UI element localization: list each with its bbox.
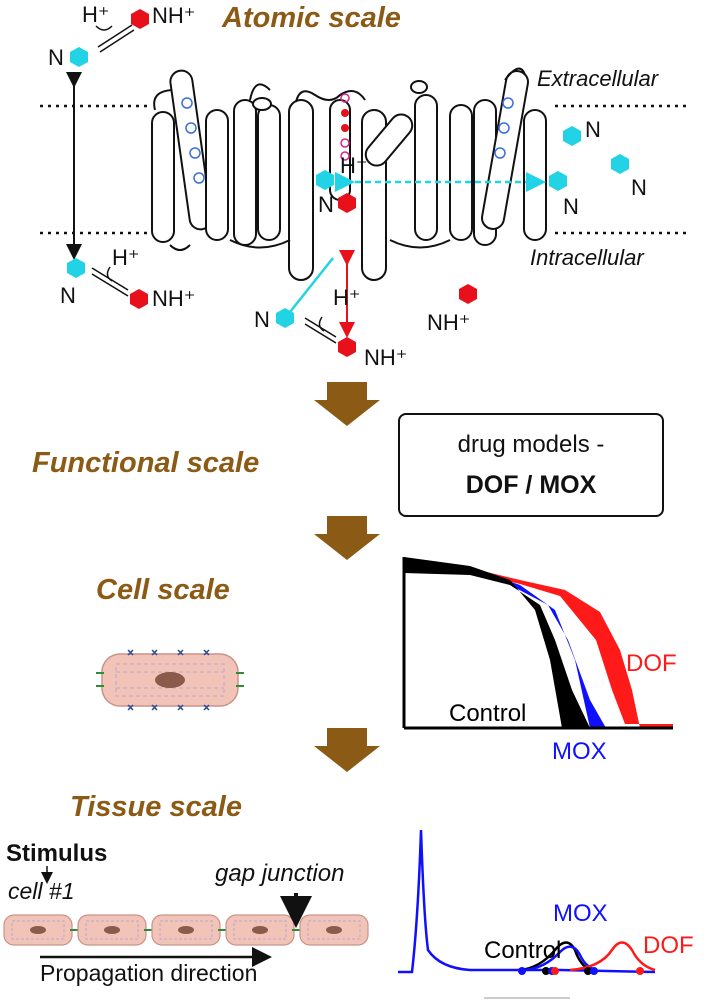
n-label: N [585, 117, 601, 142]
selectivity-filter [340, 93, 350, 161]
n-label: N [60, 283, 76, 308]
control-propagated-trace [519, 941, 591, 972]
voltage-sensor-charges [181, 97, 514, 184]
dof-propagated-trace [569, 941, 656, 972]
tissue-control-label: Control [484, 937, 562, 964]
stimulus-label: Stimulus [6, 840, 108, 867]
myocyte-cell [96, 649, 244, 711]
tissue-cell [299, 914, 369, 946]
functional-scale-title: Functional scale [32, 447, 260, 479]
nh-plus-label: NH⁺ [427, 310, 471, 335]
h-plus-label: H⁺ [333, 285, 361, 310]
tissue-cell [3, 914, 80, 946]
tissue-mox-label: MOX [553, 900, 608, 927]
tissue-strand [3, 914, 369, 946]
control-label: Control [449, 700, 527, 727]
nh-plus-label: NH⁺ [152, 286, 196, 311]
drug-models-line2: DOF / MOX [465, 471, 597, 499]
drug-models-box: drug models - DOF / MOX [398, 413, 664, 517]
h-plus-label: H⁺ [340, 153, 368, 178]
extracellular-label: Extracellular [537, 66, 659, 91]
cell-ap-chart [402, 557, 673, 730]
mox-label: MOX [552, 738, 607, 765]
process-arrows [314, 382, 380, 772]
membrane-lines [40, 104, 690, 235]
n-label: N [563, 194, 579, 219]
tissue-cell [225, 914, 302, 946]
ion-channel-protein [151, 67, 547, 281]
blue-stimulus-trace [398, 829, 656, 974]
neutral-drug-molecules [67, 47, 629, 328]
intracellular-label: Intracellular [530, 245, 644, 270]
n-label: N [48, 45, 64, 70]
cyan-entry-line [289, 257, 334, 313]
gap-junction-label: gap junction [215, 860, 345, 887]
tissue-cell [151, 914, 228, 946]
charged-drug-molecules [130, 9, 477, 357]
cell-scale-title: Cell scale [96, 574, 230, 606]
mox-propagated-trace [524, 945, 596, 972]
dof-trace-band [404, 565, 673, 728]
propagation-direction-label: Propagation direction [40, 960, 258, 986]
cell-1-label: cell #1 [8, 878, 75, 904]
n-label: N [631, 175, 647, 200]
tissue-cell [77, 914, 154, 946]
n-label: N [318, 192, 334, 217]
tissue-dof-label: DOF [643, 932, 694, 959]
drug-models-line1: drug models - [457, 431, 605, 458]
tissue-scale-title: Tissue scale [70, 791, 242, 823]
equilibrium-arrows [91, 24, 337, 344]
nh-plus-label: NH⁺ [152, 3, 196, 28]
control-trace-band [404, 557, 590, 728]
nh-plus-label: NH⁺ [364, 345, 408, 370]
dof-label: DOF [626, 650, 677, 677]
h-plus-label: H⁺ [112, 245, 140, 270]
n-label: N [254, 307, 270, 332]
atomic-scale-title: Atomic scale [222, 2, 401, 34]
h-plus-label: H⁺ [82, 2, 110, 27]
tissue-ap-chart [398, 829, 656, 999]
